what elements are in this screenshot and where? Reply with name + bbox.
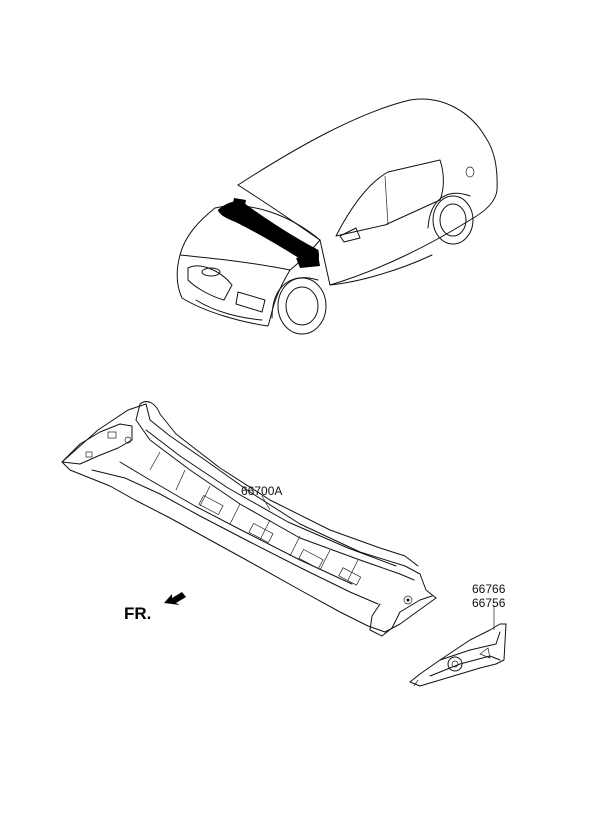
side-bracket-assembly: 66766 66756 [409, 582, 507, 687]
front-direction-indicator: FR. [124, 592, 186, 623]
car-illustration [176, 98, 498, 335]
front-label: FR. [124, 604, 151, 623]
bracket-upper-part-number: 66766 [472, 582, 506, 596]
bracket-lower-part-number: 66756 [472, 596, 506, 610]
cowl-panel-assembly: 66700A [61, 401, 437, 637]
cowl-panel-part-number: 66700A [241, 484, 282, 498]
cowl-leader-line [261, 495, 271, 511]
front-arrow-icon [164, 592, 186, 605]
